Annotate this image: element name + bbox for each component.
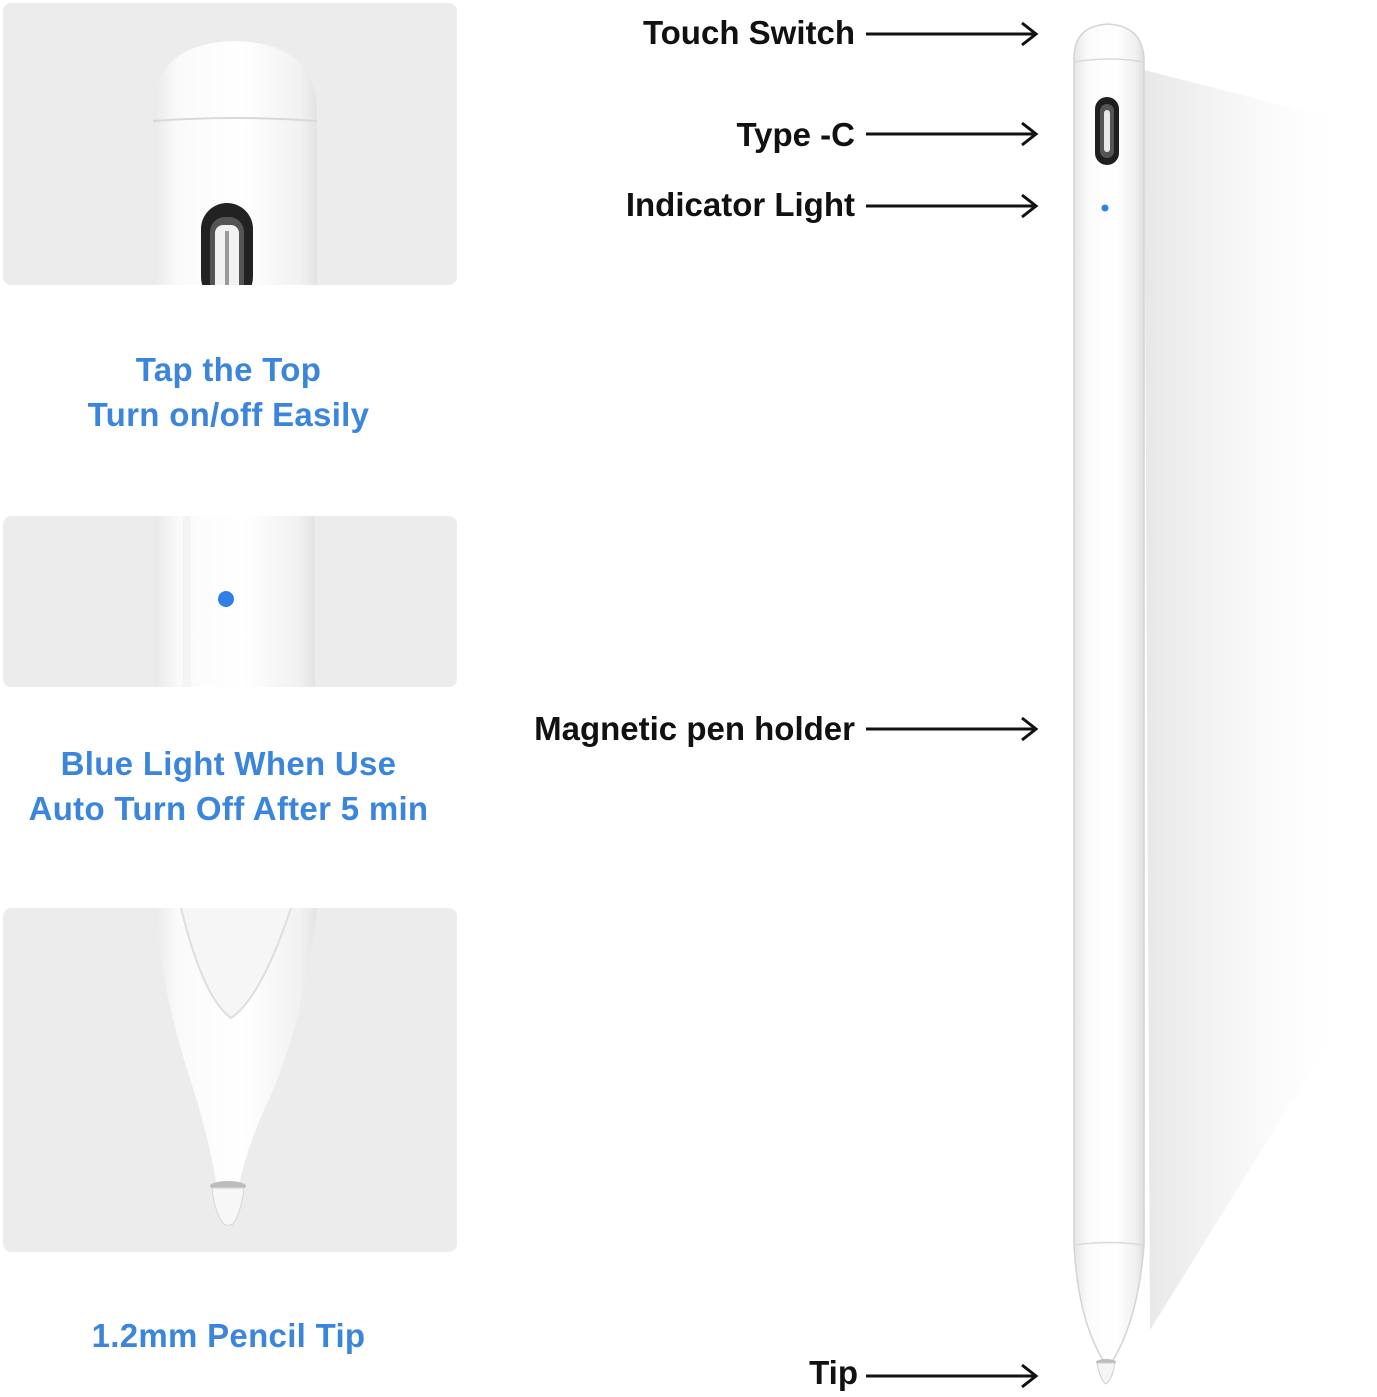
- arrow-right-icon: [866, 1363, 1039, 1389]
- usb-c-port-icon: [1095, 97, 1119, 165]
- pen-indicator-closeup: [3, 516, 457, 687]
- feature-caption-tip: 1.2mm Pencil Tip: [0, 1313, 457, 1358]
- callout-tip: Tip: [809, 1354, 858, 1391]
- feature-caption-light: Blue Light When Use Auto Turn Off After …: [0, 741, 457, 831]
- caption-line: Turn on/off Easily: [87, 396, 370, 433]
- arrow-right-icon: [866, 193, 1039, 219]
- caption-line: Blue Light When Use: [60, 745, 397, 782]
- callout-magnetic-holder: Magnetic pen holder: [534, 710, 855, 747]
- indicator-light-icon: [218, 591, 234, 607]
- pen-image: [1073, 23, 1355, 1385]
- caption-line: Tap the Top: [135, 351, 322, 388]
- callout-type-c: Type -C: [736, 116, 855, 153]
- feature-caption-touch: Tap the Top Turn on/off Easily: [0, 347, 457, 437]
- arrow-right-icon: [866, 121, 1039, 147]
- arrow-right-icon: [866, 716, 1039, 742]
- caption-line: 1.2mm Pencil Tip: [91, 1317, 366, 1354]
- callout-touch-switch: Touch Switch: [642, 14, 855, 51]
- callout-indicator-light: Indicator Light: [625, 186, 855, 223]
- pen-top-closeup: [3, 3, 457, 285]
- caption-line: Auto Turn Off After 5 min: [28, 790, 429, 827]
- arrow-right-icon: [866, 21, 1039, 47]
- pen-tip-closeup: [3, 908, 457, 1252]
- indicator-light-icon: [1101, 204, 1109, 212]
